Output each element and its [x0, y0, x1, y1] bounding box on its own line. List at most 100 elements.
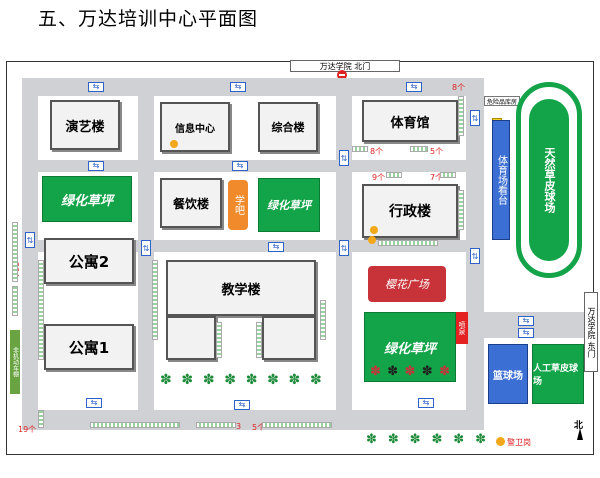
- green-lawn-3: 绿化草坪: [364, 312, 456, 382]
- parking-jiaoxue-inner: [216, 322, 222, 358]
- parking-label-tiyu-2: 5个: [430, 147, 444, 156]
- jiaoxue-wing-right: [262, 316, 316, 360]
- tree-icon: ✽: [421, 364, 433, 379]
- arrow-east-gate-2: ⇆: [518, 328, 534, 338]
- parking-label-tiyu-1: 8个: [370, 147, 384, 156]
- parking-mid-west: [152, 260, 158, 340]
- xinxi-building: 信息中心: [160, 102, 230, 152]
- parking-label-south-b: 5个: [252, 423, 266, 432]
- tree-row-south: ✽ ✽ ✽ ✽ ✽ ✽: [366, 432, 486, 450]
- arrow-mid-1: ⇅: [141, 240, 151, 256]
- road-north: [22, 78, 484, 96]
- compass-label: 北: [574, 421, 584, 431]
- xueba-building: 学吧: [228, 180, 248, 230]
- parking-south-strip-3: [90, 422, 180, 428]
- fountain-sign: 喷泉: [456, 312, 468, 344]
- tree-icon: ✽: [387, 364, 399, 379]
- parking-label-north: 8个: [452, 83, 466, 92]
- arrow-mid-3: ⇅: [339, 150, 349, 166]
- parking-west-strip-2: [12, 286, 18, 316]
- parking-southwest-strip: [38, 410, 44, 428]
- yanyi-building: 演艺楼: [50, 100, 120, 150]
- gongyu2-building: 公寓2: [44, 238, 134, 284]
- tree-icon: ✽: [387, 432, 399, 447]
- parking-west-2: [38, 260, 44, 360]
- arrow-cross-2: ⇆: [232, 161, 248, 171]
- arrow-east-2: ⇅: [470, 248, 480, 264]
- tree-icon: ✽: [181, 372, 194, 388]
- parking-north-east: [458, 96, 464, 136]
- parking-xingzheng-3: [378, 240, 438, 246]
- arrow-east-gate-1: ⇆: [518, 316, 534, 326]
- canyin-building: 餐饮楼: [160, 178, 222, 228]
- tree-icon: ✽: [475, 432, 486, 447]
- tree-icon: ✽: [267, 372, 279, 388]
- arrow-west-1: ⇅: [25, 232, 35, 248]
- tree-icon: ✽: [366, 432, 377, 447]
- tree-icon: ✽: [409, 432, 421, 447]
- green-lawn-1: 绿化草坪: [42, 176, 132, 222]
- arrow-north-1: ⇆: [88, 82, 104, 92]
- parking-jiaoxue-inner-2: [256, 322, 262, 358]
- road-west: [22, 78, 38, 428]
- tree-icon: ✽: [245, 372, 258, 388]
- tiyu-building: 体育馆: [362, 100, 458, 142]
- arrow-south-3: ⇆: [418, 398, 434, 408]
- tree-icon: ✽: [404, 364, 416, 379]
- tree-icon: ✽: [453, 432, 465, 447]
- tree-icon: ✽: [224, 372, 236, 388]
- east-gate-label: 万达学院 东门: [584, 292, 598, 372]
- guard-post-label: 警卫岗: [507, 438, 531, 447]
- tree-icon: ✽: [431, 432, 443, 447]
- parking-label-xingzheng-2: 7个: [430, 173, 444, 182]
- tree-row-lawn: ✽ ✽ ✽ ✽ ✽: [370, 364, 450, 382]
- tree-icon: ✽: [160, 372, 172, 388]
- marker-icon: [370, 226, 378, 234]
- zonghe-building: 综合楼: [258, 102, 318, 152]
- no-entry-icon: [337, 70, 347, 80]
- xingzheng-building: 行政楼: [362, 184, 458, 238]
- bike-shed: 非机动车棚: [10, 330, 20, 394]
- yinghua-plaza: 樱花广场: [368, 266, 446, 302]
- tree-icon: ✽: [370, 364, 381, 379]
- natural-field: 天然草皮球场: [529, 99, 569, 261]
- parking-mid-west-2: [320, 300, 326, 340]
- parking-east-1: [458, 190, 464, 230]
- road-cross-1: [38, 160, 466, 172]
- arrow-mid-2: ⇅: [339, 240, 349, 256]
- arrow-east-1: ⇅: [470, 110, 480, 126]
- arrow-cross-3: ⇆: [268, 242, 284, 252]
- tree-icon: ✽: [439, 364, 450, 379]
- tree-icon: ✽: [309, 372, 322, 388]
- marker-icon: [368, 236, 376, 244]
- basketball-court: 篮球场: [488, 344, 528, 404]
- compass-arrow-icon: [577, 428, 583, 440]
- arrow-cross-1: ⇆: [88, 161, 104, 171]
- stadium-stand: 体育场看台: [492, 120, 510, 240]
- parking-label-xingzheng-1: 9个: [372, 173, 386, 182]
- road-east-gate: [484, 312, 584, 338]
- arrow-north-2: ⇆: [230, 82, 246, 92]
- parking-south-strip: [196, 422, 236, 428]
- parking-tiyu-1: [352, 146, 368, 152]
- natural-field-track: 天然草皮球场: [516, 82, 582, 278]
- gongyu1-building: 公寓1: [44, 324, 134, 370]
- tree-icon: ✽: [202, 372, 215, 388]
- parking-xingzheng-1: [386, 172, 402, 178]
- green-lawn-2: 绿化草坪: [258, 178, 320, 232]
- parking-tiyu-2: [410, 146, 428, 152]
- page-title: 五、万达培训中心平面图: [38, 8, 259, 30]
- arrow-south-2: ⇆: [234, 400, 250, 410]
- arrow-south-1: ⇆: [86, 398, 102, 408]
- tree-icon: ✽: [288, 372, 301, 388]
- parking-label-southwest: 19个: [18, 425, 37, 434]
- jiaoxue-building: 教学楼: [166, 260, 316, 316]
- tree-row-1: ✽ ✽ ✽ ✽ ✽ ✽ ✽ ✽: [160, 372, 322, 392]
- danger-storage-label: 危险品库房: [484, 96, 520, 106]
- marker-icon: [170, 140, 178, 148]
- jiaoxue-wing-left: [166, 316, 216, 360]
- parking-xingzheng-2: [440, 172, 456, 178]
- artificial-field: 人工草皮球场: [532, 344, 584, 404]
- parking-west-strip: [12, 222, 18, 282]
- parking-south-strip-2: [262, 422, 332, 428]
